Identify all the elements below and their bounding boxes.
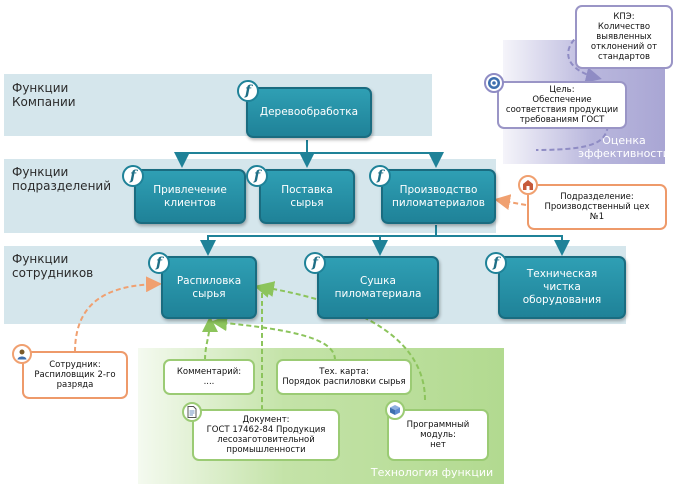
function-label: Поставка сырья (281, 183, 333, 209)
function-client-attraction[interactable]: Привлечение клиентов (134, 169, 246, 224)
department-note: Подразделение: Производственный цех №1 (527, 184, 667, 230)
green-links (201, 281, 426, 410)
band-label-department: Функции подразделений (12, 165, 112, 193)
document-note: Документ: ГОСТ 17462-84 Продукция лесоза… (192, 409, 340, 461)
target-icon (484, 73, 504, 93)
function-icon: f (122, 165, 144, 187)
function-equipment-cleaning[interactable]: Техническая чистка оборудования (498, 256, 626, 319)
goal-note: Цель: Обеспечение соответствия продукции… (497, 81, 627, 129)
function-icon: f (485, 252, 507, 274)
function-label: Техническая чистка оборудования (522, 268, 602, 306)
comment-note: Комментарий: .... (163, 359, 255, 395)
document-icon (182, 402, 202, 422)
function-icon: f (304, 252, 326, 274)
function-icon: f (237, 80, 259, 102)
purple-links (535, 33, 609, 151)
employee-note: Сотрудник: Распиловщик 2-го разряда (22, 351, 128, 399)
function-label: Распиловка сырья (176, 274, 242, 300)
cube-icon (385, 400, 405, 420)
tree-connectors (174, 140, 570, 256)
orange-links (74, 194, 527, 353)
software-note: Программный модуль: нет (387, 409, 489, 461)
band-label-employee: Функции сотрудников (12, 252, 94, 280)
function-label: Сушка пиломатериала (334, 274, 422, 300)
function-label: Привлечение клиентов (153, 183, 227, 209)
function-label: Производство пиломатериалов (391, 183, 485, 209)
band-label-company: Функции Компании (12, 81, 76, 109)
function-raw-sawing[interactable]: Распиловка сырья (161, 256, 257, 319)
tech-card-note: Тех. карта: Порядок распиловки сырья (276, 359, 412, 395)
function-label: Деревообработка (259, 106, 359, 118)
function-lumber-drying[interactable]: Сушка пиломатериала (317, 256, 439, 319)
building-icon (518, 175, 538, 195)
function-icon: f (246, 165, 268, 187)
kpi-note: КПЭ: Количество выявленных отклонений от… (575, 5, 673, 69)
function-raw-supply[interactable]: Поставка сырья (259, 169, 355, 224)
efficiency-panel-title: Оценка эффективности (578, 134, 670, 160)
function-woodworking[interactable]: Деревообработка (246, 87, 372, 138)
function-icon: f (148, 252, 170, 274)
function-lumber-production[interactable]: Производство пиломатериалов (381, 169, 496, 224)
person-icon (12, 344, 32, 364)
technology-panel-title: Технология функции (370, 466, 494, 479)
function-icon: f (369, 165, 391, 187)
